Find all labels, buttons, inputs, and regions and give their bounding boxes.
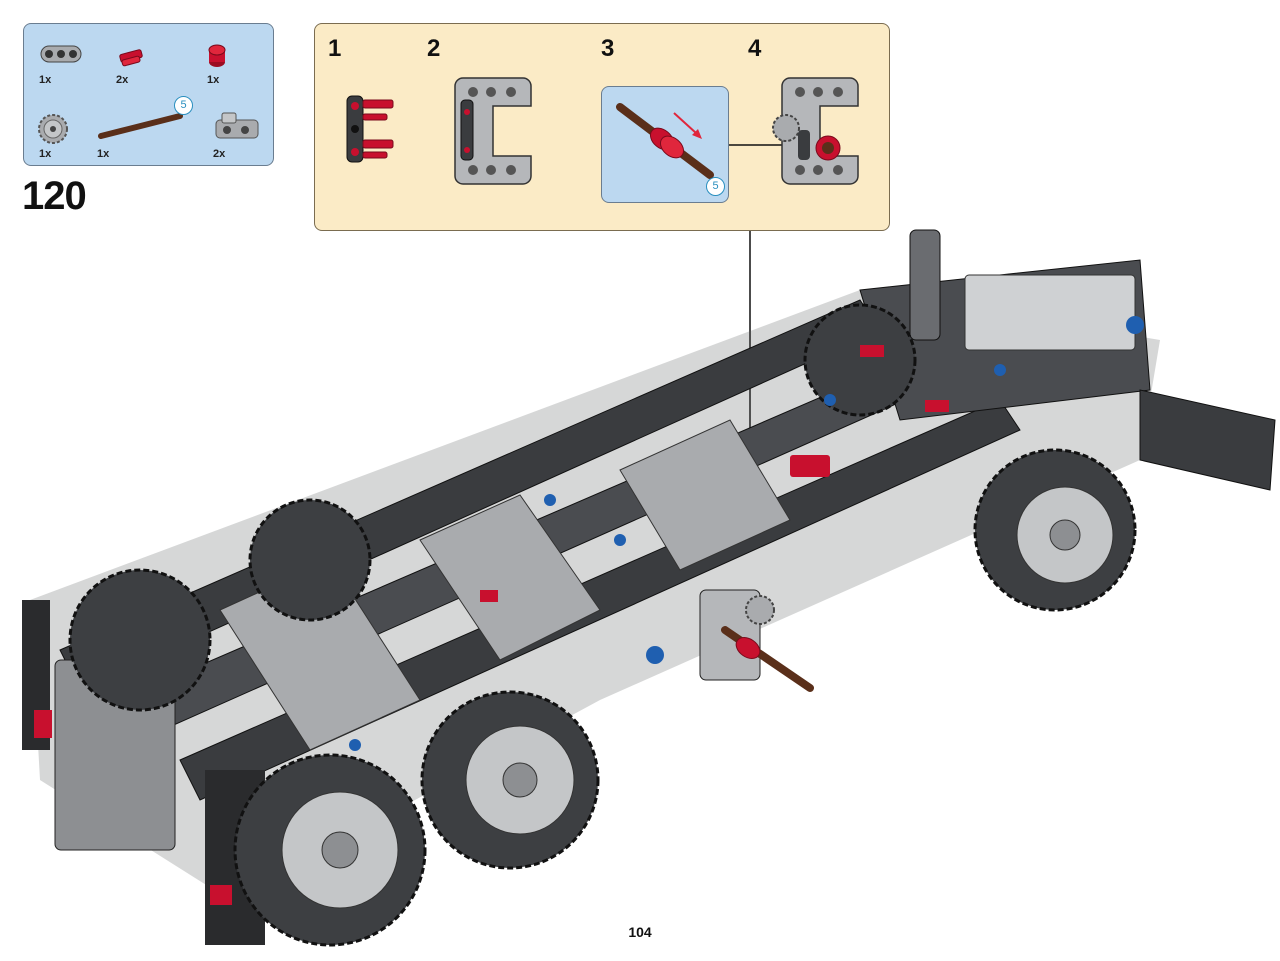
sub-step-1-illustration [346,95,394,163]
step-number: 120 [22,174,87,218]
sub-step-4-number: 4 [748,35,762,62]
technic-beam-icon [40,45,82,63]
front-bracket [964,274,1136,351]
wheel-rear-4 [248,498,372,622]
axle-icon [98,113,183,139]
red-pins [480,345,949,602]
sub-step-4-illustration [772,77,859,185]
part-qty: 2x [213,148,226,160]
axle-detail-panel: 5 [601,86,729,203]
part-qty: 1x [207,74,220,86]
axle-length-badge: 5 [706,177,725,196]
wheel-rear-1 [233,753,427,947]
part-qty: 1x [39,74,52,86]
parts-list-panel: 1x 2x 1x 1x 5 1x 2x [23,23,274,166]
part-qty: 1x [97,148,110,160]
page-number: 104 [628,924,652,940]
wheel-rear-2 [420,690,600,870]
wheel-front-far [803,303,917,417]
sub-step-2-number: 2 [427,35,441,62]
axle-length-badge: 5 [174,96,193,115]
sub-step-1-number: 1 [328,35,342,62]
wheel-front [973,448,1137,612]
rear-light [210,885,232,905]
steering-column [909,229,941,341]
new-sub-assembly [699,589,814,692]
rear-light [34,710,52,738]
blue-pins [349,316,1144,751]
axle-with-bush-illustration [616,103,714,179]
axle-pin-icon [119,49,143,67]
connector-block-icon [215,112,259,139]
sub-step-3-number: 3 [601,35,615,62]
part-qty: 1x [39,148,52,160]
part-qty: 2x [116,74,129,86]
front-bumper [1139,389,1276,491]
bush-icon [208,44,226,67]
sub-step-2-illustration [454,77,532,185]
gear-icon [38,114,68,144]
wheel-rear-3 [68,568,212,712]
